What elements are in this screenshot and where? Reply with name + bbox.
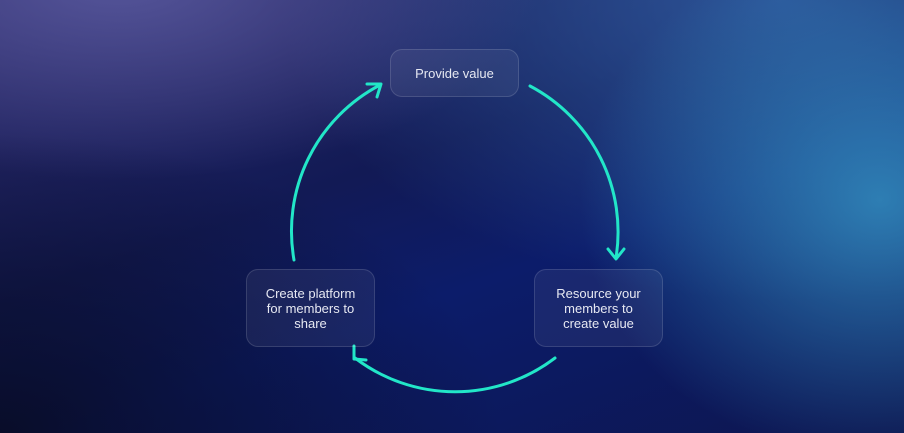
arrowhead-resource-icon xyxy=(606,247,626,261)
arrowhead-platform-icon xyxy=(352,344,368,362)
arrowhead-provide-icon xyxy=(365,82,383,99)
arrow-provide-to-resource xyxy=(528,84,620,260)
arrow-platform-to-provide xyxy=(289,83,382,262)
node-create-platform: Create platform for members to share xyxy=(246,269,375,347)
node-resource-members: Resource your members to create value xyxy=(534,269,663,347)
node-provide-value: Provide value xyxy=(390,49,519,97)
arrow-resource-to-platform xyxy=(353,356,557,394)
